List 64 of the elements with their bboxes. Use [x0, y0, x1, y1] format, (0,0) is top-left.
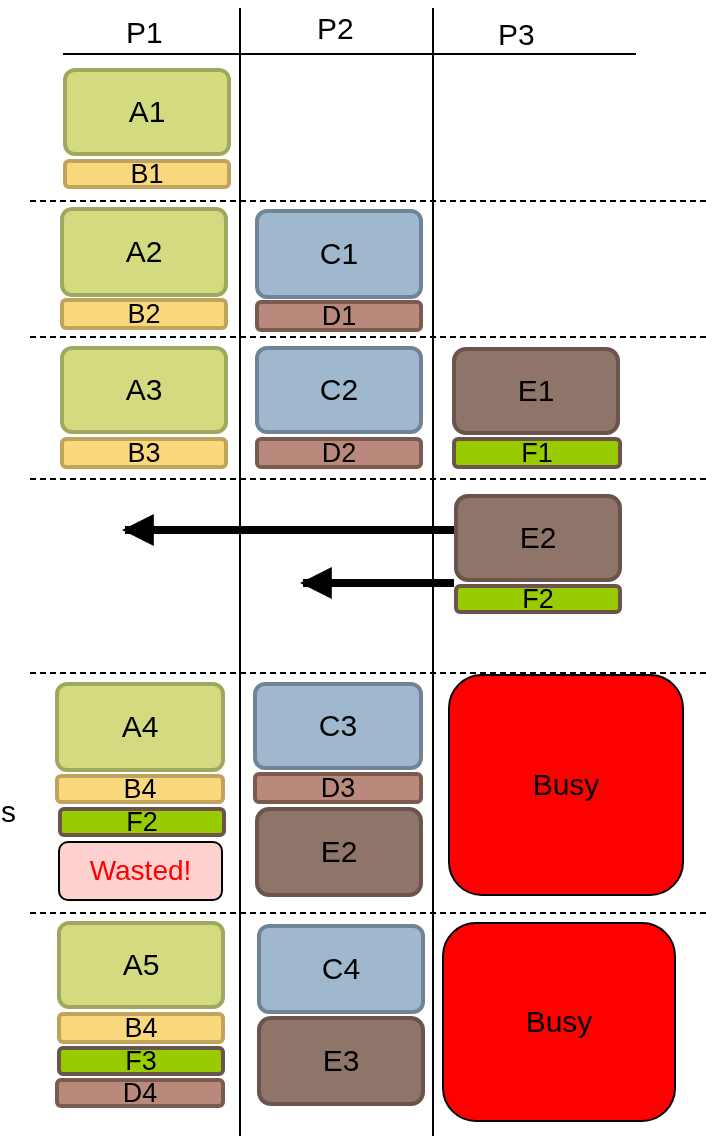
task-block [257, 924, 425, 1014]
block-label: F2 [522, 585, 554, 613]
task-block [454, 494, 622, 582]
task-strip [255, 300, 423, 332]
block-label: D3 [320, 774, 356, 802]
block-label: E1 [517, 376, 555, 406]
block-label: Busy [532, 770, 600, 800]
block-label: B4 [124, 1014, 158, 1042]
column-label: P3 [498, 20, 535, 50]
task-strip [60, 437, 228, 469]
block-label: A4 [121, 712, 159, 742]
task-block [253, 682, 423, 770]
block-label: C2 [319, 375, 359, 405]
task-block [57, 921, 225, 1009]
task-block [257, 1016, 425, 1106]
task-strip [60, 298, 228, 330]
task-strip [58, 807, 226, 837]
block-label: F2 [126, 808, 158, 836]
block-label: C1 [319, 239, 359, 269]
block-label: F1 [521, 439, 553, 467]
block-label: A2 [125, 237, 163, 267]
block-label: B4 [123, 775, 157, 803]
block-label: D4 [122, 1079, 158, 1107]
wasted-block [58, 841, 223, 901]
block-label: E3 [322, 1046, 360, 1076]
block-label: B3 [127, 439, 161, 467]
task-strip [454, 584, 622, 614]
block-label: A5 [122, 950, 160, 980]
block-label: Wasted! [89, 857, 192, 885]
block-label: C3 [318, 711, 358, 741]
task-block [60, 346, 228, 434]
block-label: E2 [320, 837, 358, 867]
block-label: D1 [321, 302, 357, 330]
arrow [121, 514, 454, 546]
task-block [60, 207, 228, 297]
column-label: s [1, 797, 16, 827]
busy-block [442, 922, 676, 1122]
block-label: B2 [127, 300, 161, 328]
task-strip [57, 1046, 225, 1076]
task-strip [452, 437, 622, 469]
task-strip [57, 1012, 225, 1044]
task-strip [253, 772, 423, 804]
block-label: E2 [519, 523, 557, 553]
block-label: B1 [130, 160, 164, 188]
task-strip [55, 1078, 225, 1108]
task-block [452, 347, 620, 435]
block-label: D2 [321, 439, 357, 467]
column-label: P2 [317, 14, 354, 44]
task-block [63, 68, 231, 156]
task-block [255, 346, 423, 434]
task-strip [255, 437, 423, 469]
block-label: Busy [525, 1007, 593, 1037]
arrow [299, 567, 454, 599]
column-label: P1 [126, 18, 163, 48]
block-label: C4 [321, 954, 361, 984]
block-label: A3 [125, 375, 163, 405]
block-label: F3 [125, 1047, 157, 1075]
task-strip [63, 159, 231, 189]
busy-block [448, 674, 684, 896]
block-label: A1 [128, 97, 166, 127]
task-block [55, 682, 225, 772]
task-strip [55, 774, 225, 804]
task-block [255, 209, 423, 299]
task-block [255, 807, 423, 897]
